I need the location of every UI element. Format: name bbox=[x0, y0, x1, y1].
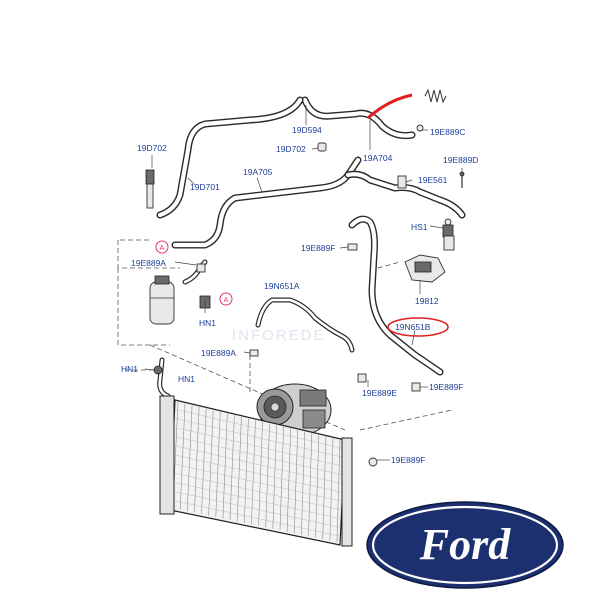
ford-logo-ring bbox=[371, 505, 559, 585]
label-19e889a-left: 19E889A bbox=[131, 258, 166, 268]
marker-a-top: A bbox=[155, 240, 169, 254]
connector-19e889a-left bbox=[196, 263, 206, 273]
ford-logo-text: Ford bbox=[419, 520, 511, 569]
condenser-fin-line bbox=[308, 433, 313, 537]
label-hn1-left: HN1 bbox=[121, 364, 138, 374]
label-19a704: 19A704 bbox=[363, 153, 393, 163]
condenser-fin-line bbox=[229, 415, 235, 520]
ac-compressor bbox=[256, 383, 332, 437]
fitting-19e561 bbox=[397, 175, 407, 189]
label-19d702-mid: 19D702 bbox=[276, 144, 306, 154]
leader-lines bbox=[144, 105, 463, 461]
condenser-tube-line bbox=[174, 418, 345, 458]
receiver-drier bbox=[149, 275, 175, 325]
nut-hn1-left bbox=[153, 365, 163, 375]
condenser-fin-line bbox=[286, 428, 291, 532]
label-19e561: 19E561 bbox=[418, 175, 448, 185]
connector-19e889d bbox=[459, 171, 465, 188]
condenser-tube-line bbox=[174, 436, 344, 476]
condenser-fin-line bbox=[293, 430, 299, 534]
condenser-fin-line bbox=[244, 418, 249, 523]
condenser-fin-line bbox=[329, 438, 334, 541]
label-19e889a-mid: 19E889A bbox=[201, 348, 236, 358]
label-19e889f-right: 19E889F bbox=[429, 382, 464, 392]
marker-a-mid-text: A bbox=[224, 297, 229, 304]
ford-logo: Ford bbox=[366, 501, 564, 589]
watermark-text: INFOREDE bbox=[232, 327, 326, 344]
bracket-19812 bbox=[404, 254, 446, 283]
label-19n651a: 19N651A bbox=[264, 281, 300, 291]
condenser-fin-line bbox=[315, 435, 320, 538]
switch-hs1 bbox=[442, 218, 455, 251]
condenser-fin-line bbox=[251, 420, 256, 525]
hose-19a704 bbox=[301, 96, 416, 140]
hose-19n651a bbox=[255, 297, 355, 353]
condenser-fin-line bbox=[279, 426, 284, 531]
label-19a705: 19A705 bbox=[243, 167, 273, 177]
condenser-tube-line bbox=[174, 491, 341, 528]
condenser-fin-line bbox=[272, 425, 277, 529]
label-19e889c: 19E889C bbox=[430, 127, 465, 137]
condenser-fin-line bbox=[265, 423, 270, 528]
label-hs1: HS1 bbox=[411, 222, 428, 232]
condenser-tube-line bbox=[174, 482, 342, 519]
connector-19d702-mid bbox=[317, 142, 327, 152]
part-labels: 19D594 19E889C 19A704 19D702 19D702 19E8… bbox=[121, 125, 478, 465]
condenser-tube-line bbox=[174, 445, 343, 484]
condenser-fin-line bbox=[215, 411, 221, 517]
condenser-fin-line bbox=[208, 410, 214, 516]
condenser-tube-line bbox=[174, 454, 343, 493]
hose-19a705 bbox=[171, 156, 466, 249]
ford-logo-oval bbox=[366, 501, 564, 589]
marker-a-top-text: A bbox=[160, 245, 165, 252]
label-19d594: 19D594 bbox=[292, 125, 322, 135]
condenser-fin-line bbox=[222, 413, 228, 519]
connector-19e889e bbox=[357, 373, 367, 383]
condenser-tube-line bbox=[174, 427, 344, 467]
condenser-fin-line bbox=[236, 416, 242, 522]
condenser-tube-line bbox=[174, 473, 342, 511]
sensor-19d702-left bbox=[145, 169, 155, 209]
connector-19e889a-mid bbox=[249, 349, 259, 357]
connector-19e889f-right bbox=[411, 382, 421, 392]
condenser-fin-line bbox=[336, 439, 341, 543]
label-hn1-right: HN1 bbox=[178, 374, 195, 384]
condenser-fin-line bbox=[258, 421, 263, 526]
condenser-fin-line bbox=[322, 436, 327, 540]
highlight-curve bbox=[366, 93, 413, 120]
hose-19d701 bbox=[156, 96, 304, 219]
label-19812: 19812 bbox=[415, 296, 439, 306]
connector-19e889f-bottom bbox=[368, 457, 378, 467]
condenser-tube-line bbox=[174, 500, 341, 537]
label-19e889d: 19E889D bbox=[443, 155, 478, 165]
highlight-ring-19n651b bbox=[387, 317, 449, 337]
label-19n651b: 19N651B bbox=[395, 322, 431, 332]
hose-19n651b bbox=[348, 215, 444, 376]
spring-coil bbox=[424, 88, 447, 104]
condenser bbox=[159, 395, 353, 547]
label-19e889e: 19E889E bbox=[362, 388, 397, 398]
condenser-tube-line bbox=[174, 408, 345, 449]
condenser-tube-line bbox=[174, 463, 343, 502]
condenser-fin-line bbox=[301, 431, 306, 535]
label-19e889f-bottom: 19E889F bbox=[391, 455, 426, 465]
connector-19e889c bbox=[416, 124, 424, 132]
label-19d701: 19D701 bbox=[190, 182, 220, 192]
marker-a-mid: A bbox=[219, 292, 233, 306]
label-19e889f-top: 19E889F bbox=[301, 243, 336, 253]
connector-19e889f-top bbox=[347, 243, 358, 251]
hose-condenser-link bbox=[157, 357, 171, 399]
label-hn1-top: HN1 bbox=[199, 318, 216, 328]
label-19d702-left: 19D702 bbox=[137, 143, 167, 153]
condenser-fins bbox=[172, 401, 345, 543]
